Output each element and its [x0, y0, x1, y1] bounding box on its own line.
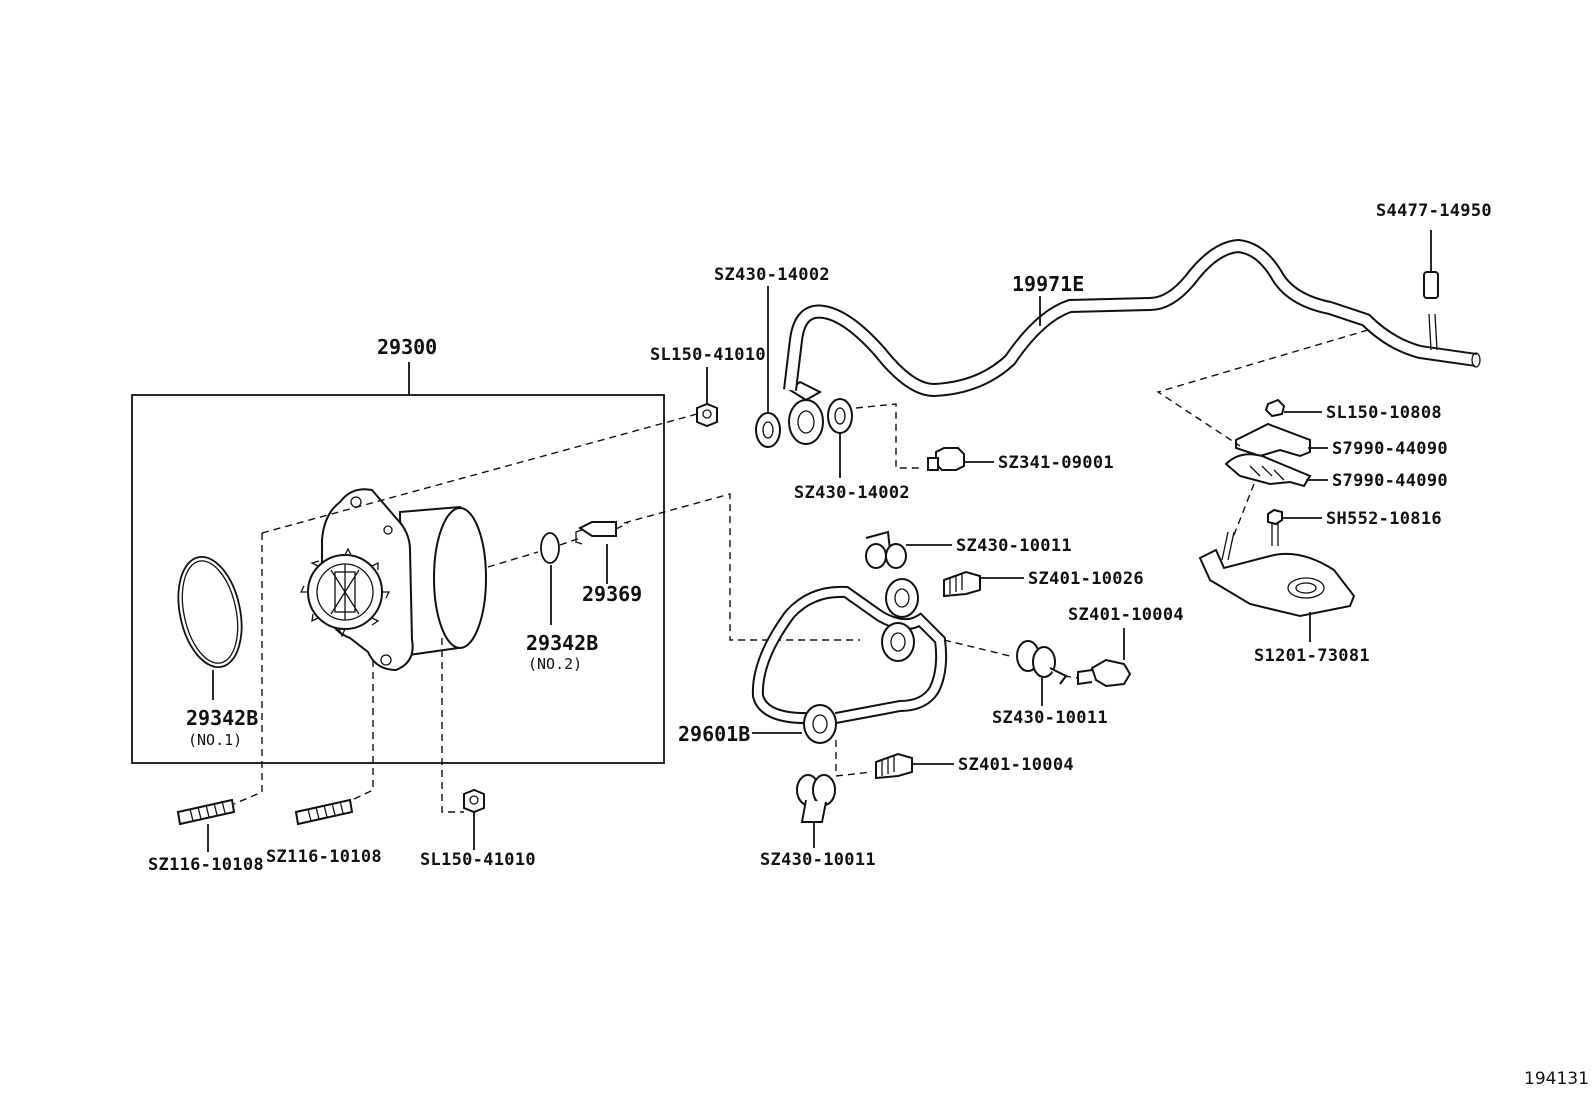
bracket-bolt-drawing — [1267, 508, 1322, 546]
label-stud-mid: SZ116-10108 — [266, 847, 382, 867]
label-pipe-assy: 29601B — [678, 722, 750, 746]
figure-number: 194131 — [1524, 1069, 1589, 1089]
gasket-right-drawing — [943, 639, 1068, 706]
bolt-right-drawing — [1063, 628, 1132, 688]
stud-left-drawing — [176, 798, 236, 852]
hose-cap-drawing — [1423, 230, 1439, 351]
label-bolt-union-low: SZ401-10004 — [958, 755, 1074, 775]
label-gasket-right: SZ430-10011 — [992, 708, 1108, 728]
pipe-assy-drawing — [751, 578, 948, 744]
gasket-top-left-drawing — [755, 286, 781, 448]
nut-top-drawing — [696, 367, 718, 428]
label-bolt-bracket: SH552-10816 — [1326, 509, 1442, 529]
nut-bottom-drawing — [463, 788, 485, 850]
clip-drawing — [1264, 398, 1322, 418]
clamp-upper-drawing — [1235, 422, 1328, 458]
label-union-bolt: 29369 — [582, 582, 642, 606]
label-gasket-low: SZ430-10011 — [760, 850, 876, 870]
label-main-assembly: 29300 — [377, 335, 437, 359]
hose-eye-drawing — [788, 380, 824, 445]
label-clamp-upper: S7990-44090 — [1332, 439, 1448, 459]
label-bolt-union-right: SZ401-10004 — [1068, 605, 1184, 625]
oring-no2-drawing — [540, 532, 560, 625]
label-gasket-top-right: SZ430-14002 — [794, 483, 910, 503]
label-bracket: S1201-73081 — [1254, 646, 1370, 666]
bolt-low-drawing — [835, 740, 954, 780]
label-stud-left: SZ116-10108 — [148, 855, 264, 875]
label-oring-no1-note: (NO.1) — [188, 731, 242, 749]
oring-no1-drawing — [177, 555, 243, 700]
gasket-low-drawing — [796, 774, 836, 848]
callout-labels: 29300 29342B (NO.1) 29342B (NO.2) 29369 … — [148, 201, 1589, 1089]
pump-gear — [299, 547, 391, 638]
bolt-mid-drawing — [943, 570, 1024, 598]
stud-mid-drawing — [294, 798, 354, 826]
label-hose-main: 19971E — [1012, 272, 1084, 296]
label-nut-top: SL150-41010 — [650, 345, 766, 365]
assembly-dashed-leaders — [233, 413, 860, 813]
union-bolt-drawing — [575, 521, 629, 584]
label-clamp-lower: S7990-44090 — [1332, 471, 1448, 491]
plug-drawing — [927, 447, 994, 471]
label-gasket-mid: SZ430-10011 — [956, 536, 1072, 556]
label-nut-bottom: SL150-41010 — [420, 850, 536, 870]
label-oring-no1: 29342B — [186, 706, 258, 730]
bracket-drawing — [1198, 531, 1356, 642]
label-clip-small: SL150-10808 — [1326, 403, 1442, 423]
right-cluster-dashed — [1156, 329, 1369, 541]
gasket-mid-drawing — [865, 530, 952, 569]
label-bolt-union-mid: SZ401-10026 — [1028, 569, 1144, 589]
label-oring-no2: 29342B — [526, 631, 598, 655]
gasket-top-right-drawing — [827, 398, 920, 478]
label-plug: SZ341-09001 — [998, 453, 1114, 473]
vacuum-pump-drawing — [299, 488, 487, 672]
clamp-lower-drawing — [1224, 453, 1328, 488]
label-gasket-top-left: SZ430-14002 — [714, 265, 830, 285]
assembly-frame — [131, 362, 665, 764]
label-hose-cap: S4477-14950 — [1376, 201, 1492, 221]
label-oring-no2-note: (NO.2) — [528, 655, 582, 673]
long-hose-drawing — [783, 238, 1481, 398]
